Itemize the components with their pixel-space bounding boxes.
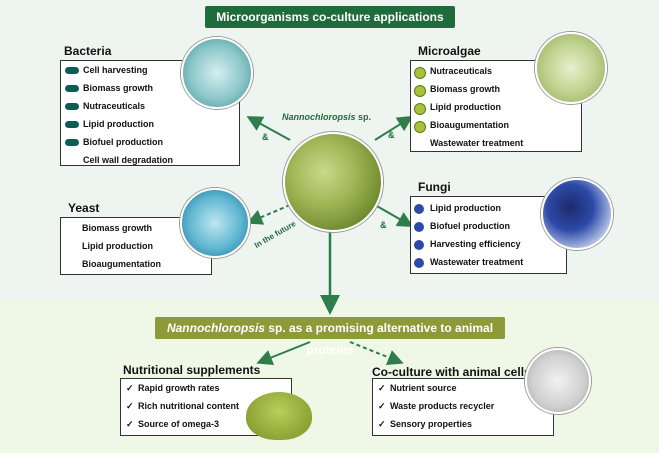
microalgae-item: Bioaugumentation [430,120,509,130]
coculture-check-icon: ✓ [378,383,386,393]
fungi-box [410,196,567,274]
nutrition-item: Source of omega-3 [138,419,220,429]
amp-fungi: & [380,220,387,230]
nutrition-item: Rapid growth rates [138,383,220,393]
arrow-to-nutrition [256,341,311,365]
nannochloropsis-label: Nannochloropsis sp. [282,112,372,122]
animal-cells-image [525,348,591,414]
fungi-item: Lipid production [430,203,501,213]
mid-title-banner: Nannochloropsis sp. as a promising alter… [155,317,505,357]
bacteria-item: Cell wall degradation [83,155,174,165]
coculture-check-icon: ✓ [378,419,386,429]
yeast-image [180,188,250,258]
bacteria-item: Biofuel production [83,137,163,147]
microalgae-bullet-icon [414,67,426,79]
bacteria-bullet-icon [65,121,79,128]
microalgae-image [535,32,607,104]
nannochloropsis-image [283,132,383,232]
nutrition-item: Rich nutritional content [138,401,239,411]
top-title-banner: Microorganisms co-culture applications [205,6,455,28]
fungi-bullet-icon [414,258,424,268]
yeast-item: Biomass growth [82,223,153,233]
bacteria-item: Lipid production [83,119,154,129]
fungi-bullet-icon [414,240,424,250]
amp-microalgae: & [388,130,395,140]
fungi-heading: Fungi [418,180,451,194]
microalgae-bullet-icon [414,103,426,115]
amp-bacteria: & [262,132,269,142]
coculture-item: Sensory properties [390,419,473,429]
bacteria-bullet-icon [65,103,79,110]
bacteria-bullet-icon [65,67,79,74]
fungi-bullet-icon [414,222,424,232]
arrow-to-fungi [374,204,414,227]
bacteria-bullet-icon [65,85,79,92]
coculture-box [372,378,554,436]
yeast-item: Bioaugumentation [82,259,161,269]
fungi-item: Biofuel production [430,221,510,231]
fungi-image [541,178,613,250]
nutrition-check-icon: ✓ [126,419,134,429]
fungi-item: Harvesting efficiency [430,239,521,249]
arrow-to-coculture [349,341,404,365]
microalgae-item: Nutraceuticals [430,66,493,76]
nutrition-check-icon: ✓ [126,383,134,393]
fungi-item: Wastewater treatment [430,257,524,267]
arrow-to-yeast [246,204,291,225]
bacteria-heading: Bacteria [64,44,112,58]
microalgae-item: Lipid production [430,102,501,112]
coculture-check-icon: ✓ [378,401,386,411]
powder-image [246,392,312,440]
yeast-item: Lipid production [82,241,153,251]
arrow-to-microalgae [374,115,414,141]
bacteria-item: Cell harvesting [83,65,148,75]
coculture-item: Waste products recycler [390,401,495,411]
microalgae-item: Wastewater treatment [430,138,524,148]
arrow-to-bacteria [246,116,291,141]
bacteria-bullet-icon [65,139,79,146]
microalgae-bullet-icon [414,85,426,97]
nutrition-check-icon: ✓ [126,401,134,411]
fungi-bullet-icon [414,204,424,214]
microalgae-item: Biomass growth [430,84,501,94]
coculture-heading: Co-culture with animal cells ? [372,363,543,379]
bacteria-item: Biomass growth [83,83,154,93]
coculture-item: Nutrient source [390,383,457,393]
nutrition-heading: Nutritional supplements [123,363,261,377]
microalgae-bullet-icon [414,121,426,133]
microalgae-heading: Microalgae [418,44,481,58]
yeast-heading: Yeast [68,201,100,215]
bacteria-item: Nutraceuticals [83,101,146,111]
bacteria-image [181,37,253,109]
